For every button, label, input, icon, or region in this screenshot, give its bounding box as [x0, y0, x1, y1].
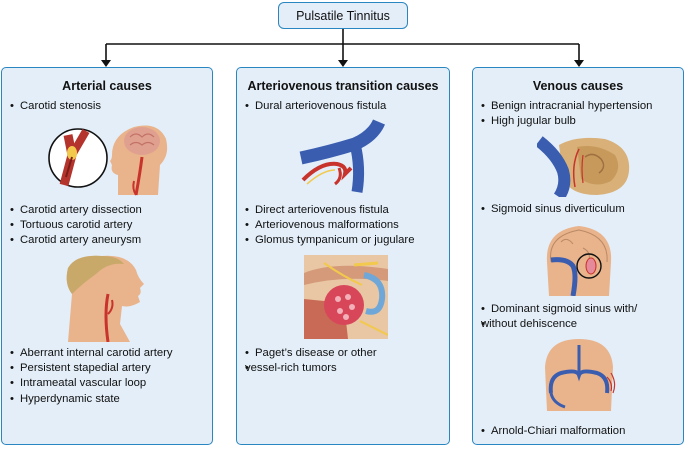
- list-item: Benign intracranial hypertension: [481, 99, 652, 114]
- panel-venous: Venous causes Benign intracranial hypert…: [472, 67, 684, 445]
- arterial-list-1: Carotid stenosis: [10, 99, 101, 114]
- list-item: Direct arteriovenous fistula: [245, 203, 414, 218]
- list-item: Carotid stenosis: [10, 99, 101, 114]
- list-item: Persistent stapedial artery: [10, 361, 173, 376]
- root-node: Pulsatile Tinnitus: [278, 2, 408, 29]
- list-item: Glomus tympanicum or jugulare: [245, 233, 414, 248]
- connector-lines: [101, 29, 584, 67]
- root-title: Pulsatile Tinnitus: [296, 8, 390, 23]
- list-item: Dominant sigmoid sinus with/: [481, 302, 637, 317]
- venous-list-2: Sigmoid sinus diverticulum: [481, 202, 625, 217]
- list-item: Arteriovenous malformations: [245, 218, 414, 233]
- list-item-continuation-text: vessel-rich tumors: [245, 362, 337, 375]
- carotid-stenosis-illustration: [48, 125, 168, 196]
- arrowhead-right: [574, 60, 584, 67]
- list-item: Aberrant internal carotid artery: [10, 346, 173, 361]
- venous-list-3: Dominant sigmoid sinus with/ without deh…: [481, 302, 637, 333]
- panel-title-arteriovenous: Arteriovenous transition causes: [247, 79, 439, 93]
- list-item: Sigmoid sinus diverticulum: [481, 202, 625, 217]
- list-item: Paget’s disease or other: [245, 346, 377, 361]
- arteriovenous-list-1: Dural arteriovenous fistula: [245, 99, 386, 114]
- list-item: Carotid artery aneurysm: [10, 233, 142, 248]
- arrowhead-center: [338, 60, 348, 67]
- arterial-list-3: Aberrant internal carotid artery Persist…: [10, 346, 173, 407]
- panel-arteriovenous: Arteriovenous transition causes Dural ar…: [236, 67, 450, 445]
- glomus-tumor-illustration: [304, 255, 388, 339]
- arterial-list-2: Carotid artery dissection Tortuous carot…: [10, 203, 142, 249]
- jugular-bulb-illustration: [537, 136, 630, 197]
- dominant-sigmoid-sinus-illustration: [545, 339, 616, 411]
- venous-list-4: Arnold-Chiari malformation: [481, 424, 625, 439]
- arteriovenous-list-2: Direct arteriovenous fistula Arterioveno…: [245, 203, 414, 249]
- list-item: Arnold-Chiari malformation: [481, 424, 625, 439]
- fistula-illustration: [299, 119, 385, 193]
- venous-list-1: Benign intracranial hypertension High ju…: [481, 99, 652, 130]
- list-item: Carotid artery dissection: [10, 203, 142, 218]
- list-item: Hyperdynamic state: [10, 392, 173, 407]
- sigmoid-diverticulum-illustration: [546, 226, 612, 296]
- list-item-continuation: without dehiscence: [481, 317, 637, 332]
- arteriovenous-list-3: Paget’s disease or other vessel-rich tum…: [245, 346, 377, 377]
- panel-title-arterial: Arterial causes: [62, 79, 152, 93]
- panel-title-venous: Venous causes: [532, 79, 624, 93]
- panel-arterial: Arterial causes Carotid stenosis Carotid…: [1, 67, 213, 445]
- list-item-continuation-text: without dehiscence: [481, 318, 578, 331]
- arrowhead-left: [101, 60, 111, 67]
- list-item: Tortuous carotid artery: [10, 218, 142, 233]
- list-item: Dural arteriovenous fistula: [245, 99, 386, 114]
- list-item: Intrameatal vascular loop: [10, 376, 173, 391]
- list-item-continuation: vessel-rich tumors: [245, 361, 377, 376]
- neck-artery-illustration: [66, 255, 144, 342]
- list-item: High jugular bulb: [481, 114, 652, 129]
